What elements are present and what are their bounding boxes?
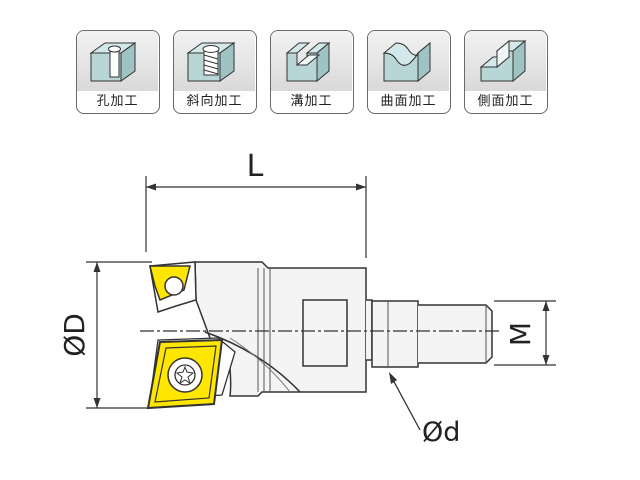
tile-contouring: 曲面加工 xyxy=(367,30,451,114)
hole-machining-icon xyxy=(77,31,158,91)
cutting-diameter-dimension xyxy=(86,261,152,409)
tile-label: 曲面加工 xyxy=(380,94,437,109)
contouring-icon xyxy=(368,31,449,91)
tile-label: 孔加工 xyxy=(96,94,139,109)
tile-shoulder-machining: 側面加工 xyxy=(464,30,548,114)
tile-label: 溝加工 xyxy=(290,94,333,109)
tile-hole-machining: 孔加工 xyxy=(76,30,160,114)
slotting-icon xyxy=(271,31,352,91)
tile-label: 側面加工 xyxy=(477,94,534,109)
machining-type-tiles: 孔加工 斜向加工 溝加工 xyxy=(76,30,556,116)
cutting-insert xyxy=(146,338,224,410)
tile-label: 斜向加工 xyxy=(186,94,243,109)
length-dimension xyxy=(145,176,367,258)
thread-label: M xyxy=(504,322,537,346)
shank-diameter-leader xyxy=(389,372,421,431)
length-label: L xyxy=(247,149,264,184)
shoulder-machining-icon xyxy=(465,31,546,91)
cutting-diameter-label: ØD xyxy=(58,313,91,357)
tile-slotting: 溝加工 xyxy=(270,30,354,114)
shank-diameter-label: Ød xyxy=(422,417,460,448)
thread-dimension xyxy=(494,300,556,366)
tool-drawing: L ØD xyxy=(58,149,556,448)
ramping-icon xyxy=(174,31,255,91)
tool-body xyxy=(149,261,493,401)
tile-ramping: 斜向加工 xyxy=(173,30,257,114)
